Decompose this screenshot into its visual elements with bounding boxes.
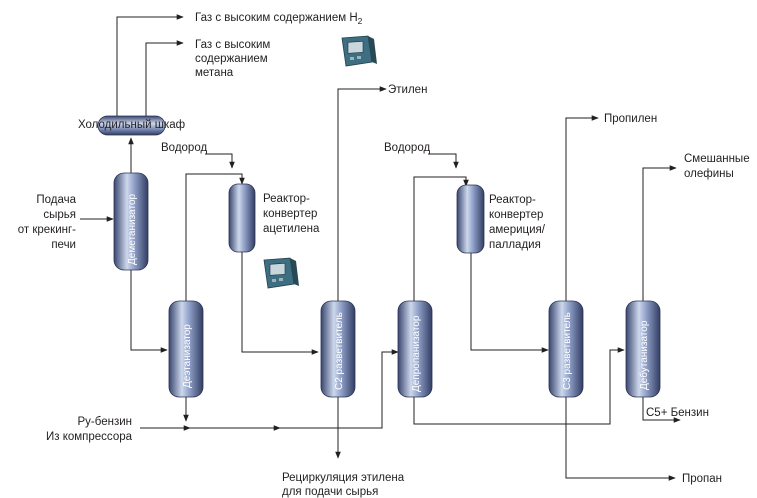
ethylene-recycle-label-1: Рециркуляция этилена	[282, 472, 405, 484]
debutanizer-label: Дебутанизатор	[638, 320, 650, 390]
demethanizer-bottoms-line	[130, 268, 168, 353]
feed-label-1: Подача	[36, 194, 76, 206]
hydrogen-2-line	[428, 153, 459, 169]
h2-gas-line	[116, 14, 184, 120]
acetylene-reactor-label-3: ацетилена	[263, 223, 320, 235]
propylene-label: Пропилен	[604, 113, 657, 125]
ethylene-line	[337, 86, 387, 303]
c2-splitter-label: C2 разветвитель	[334, 312, 345, 390]
americium-reactor-label-4: палладия	[489, 239, 541, 251]
americium-reactor-label-3: америция/	[489, 224, 546, 236]
deethanizer-column: Деэтанизатор	[168, 300, 204, 398]
ethylene-label: Этилен	[388, 84, 427, 96]
analyzer-device-icon	[263, 257, 299, 289]
acetylene-reactor-label-1: Реактор-	[263, 193, 310, 205]
americium-reactor-label-2: конвертер	[489, 209, 543, 221]
methane-gas-label-2: содержанием	[195, 53, 268, 65]
flow-lines	[80, 14, 681, 481]
mixed-olefins-line	[642, 165, 677, 303]
americium-reactor	[456, 184, 485, 254]
demethanizer-column: Деметанизатор	[113, 172, 149, 271]
cold-box	[97, 115, 166, 136]
deethanizer-overhead-line	[185, 173, 245, 303]
h2-gas-label: Газ с высоким содержанием H2	[195, 12, 363, 26]
from-compressor-label: Из компрессора	[46, 431, 133, 443]
c5-gasoline-line	[642, 395, 681, 423]
depropanizer-column: Депропанизатор	[397, 300, 433, 398]
c5-gasoline-label: C5+ Бензин	[646, 407, 709, 419]
mixed-olefins-label-1: Смешанные	[684, 153, 750, 165]
acetylene-reactor-outlet-line	[241, 250, 319, 355]
depropanizer-bottoms-line	[413, 347, 625, 425]
propane-label: Пропан	[682, 473, 722, 485]
c3-splitter-column: C3 разветвитель	[548, 300, 584, 398]
debutanizer-column: Дебутанизатор	[625, 300, 661, 398]
acetylene-reactor	[228, 183, 256, 253]
methane-gas-line	[145, 40, 184, 120]
feed-label-3: от крекинг-	[18, 224, 76, 236]
deethanizer-label: Деэтанизатор	[182, 324, 193, 388]
c3-splitter-label: C3 разветвитель	[562, 312, 573, 390]
feed-label-2: сырья	[43, 209, 76, 221]
methane-gas-label-3: метана	[195, 67, 234, 79]
ethylene-recycle-label-2: для подачи сырья	[282, 486, 378, 498]
cold-box-label: Холодильный шкаф	[78, 119, 185, 131]
hydrogen-2-label: Водород	[384, 142, 430, 154]
demethanizer-label: Деметанизатор	[127, 193, 138, 265]
propylene-line	[565, 115, 599, 303]
depropanizer-overhead-line	[413, 176, 469, 303]
py-gasoline-label: Ру-бензин	[77, 416, 132, 428]
mixed-olefins-label-2: олефины	[684, 168, 734, 180]
hydrogen-1-label: Водород	[161, 142, 207, 154]
analyzer-device-icon	[341, 35, 377, 67]
acetylene-reactor-label-2: конвертер	[263, 208, 317, 220]
americium-reactor-outlet-line	[470, 251, 549, 353]
propane-line	[565, 395, 676, 481]
feed-label-4: печи	[51, 239, 76, 251]
americium-reactor-label-1: Реактор-	[489, 194, 536, 206]
hydrogen-1-line	[205, 153, 235, 169]
methane-gas-label-1: Газ с высоким	[195, 39, 270, 51]
c2-splitter-column: C2 разветвитель	[320, 300, 356, 398]
depropanizer-label: Депропанизатор	[411, 315, 422, 392]
